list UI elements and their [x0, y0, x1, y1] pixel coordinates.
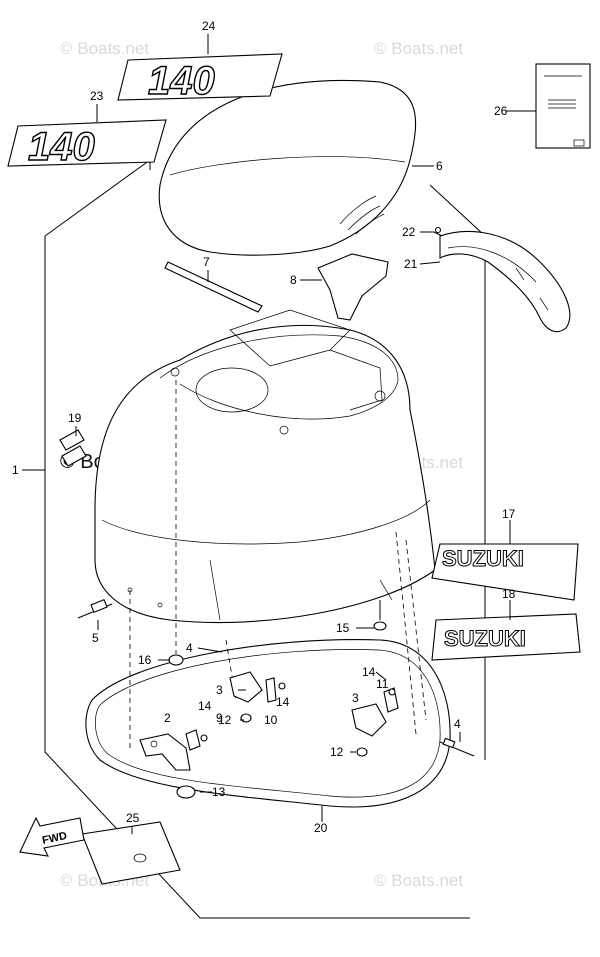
bolt-part-5	[77, 598, 113, 619]
callout-14-mid: 14	[276, 695, 290, 709]
pin-part-4-right	[439, 737, 475, 757]
suzuki-emblem-part-19	[59, 429, 87, 467]
brand-decal-upper-text: SUZUKI	[442, 546, 524, 571]
callout-9: 9	[216, 711, 223, 725]
frame-right	[429, 184, 486, 760]
manual-booklet-part-26	[535, 63, 591, 149]
brand-decal-part-17: SUZUKI	[431, 543, 579, 601]
callout-15: 15	[336, 621, 350, 635]
watermark-bottom-right: © Boats.net	[374, 871, 463, 890]
callout-8: 8	[290, 273, 297, 287]
callout-12-right: 12	[330, 745, 344, 759]
grommet-part-16	[168, 654, 184, 666]
fwd-arrow-icon: FWD	[19, 816, 85, 857]
upper-cover-part-6	[158, 79, 417, 256]
callout-18: 18	[502, 587, 516, 601]
callout-21: 21	[404, 257, 418, 271]
grommet-part-13	[176, 785, 196, 799]
callout-20: 20	[314, 821, 328, 835]
callout-14-right: 14	[362, 665, 376, 679]
latch-left-part-2	[139, 733, 191, 771]
model-decal-part-24: 140	[117, 53, 283, 104]
callout-leaders	[22, 34, 536, 834]
watermark-top-left: © Boats.net	[60, 39, 149, 58]
callout-2: 2	[164, 711, 171, 725]
main-cover-part-1	[94, 309, 436, 624]
model-decal-lower-text: 140	[28, 125, 95, 169]
fwd-arrow-label: FWD	[41, 830, 68, 847]
callout-11: 11	[376, 677, 389, 691]
screws-part-14	[200, 682, 396, 742]
pad-part-25	[81, 821, 181, 885]
callout-24: 24	[202, 19, 216, 33]
clip-part-10	[265, 677, 277, 703]
model-decal-upper-text: 140	[148, 59, 215, 103]
latch-mid-part-3	[229, 671, 263, 703]
callout-12-left: 12	[218, 713, 232, 727]
callout-10: 10	[264, 713, 278, 727]
small-cover-part-8	[317, 253, 389, 321]
screw-part-22	[433, 226, 443, 237]
assembly-line-4	[225, 639, 237, 701]
callout-4-right: 4	[454, 717, 461, 731]
callout-22: 22	[402, 225, 416, 239]
nut-part-12-right	[356, 747, 368, 757]
brand-decal-lower-text: SUZUKI	[444, 626, 526, 651]
callout-19: 19	[68, 411, 82, 425]
assembly-line-right-a	[395, 531, 417, 735]
handle-part-21	[439, 231, 571, 333]
callout-16: 16	[138, 653, 152, 667]
brand-decal-part-18: SUZUKI	[431, 613, 581, 661]
callout-14-left: 14	[198, 699, 212, 713]
callout-25: 25	[126, 811, 140, 825]
callout-26: 26	[494, 104, 508, 118]
callout-3-left: 3	[216, 683, 223, 697]
clip-part-9	[185, 729, 201, 751]
callout-23: 23	[90, 89, 104, 103]
seal-strip-part-7	[164, 261, 263, 313]
callout-1: 1	[12, 463, 19, 477]
frame-outline	[44, 159, 151, 237]
callout-7: 7	[203, 255, 210, 269]
callout-5: 5	[92, 631, 99, 645]
nut-part-12-left	[240, 713, 252, 723]
model-decal-part-23: 140	[7, 119, 167, 170]
assembly-line-right-b	[405, 539, 427, 721]
callout-13: 13	[212, 785, 226, 799]
latch-right-part-3	[351, 703, 387, 737]
watermark-top-right: © Boats.net	[374, 39, 463, 58]
bolt-part-15	[373, 600, 387, 631]
callout-4-left: 4	[186, 641, 193, 655]
callout-17: 17	[502, 507, 516, 521]
callout-3-right: 3	[352, 691, 359, 705]
callout-6: 6	[436, 159, 443, 173]
